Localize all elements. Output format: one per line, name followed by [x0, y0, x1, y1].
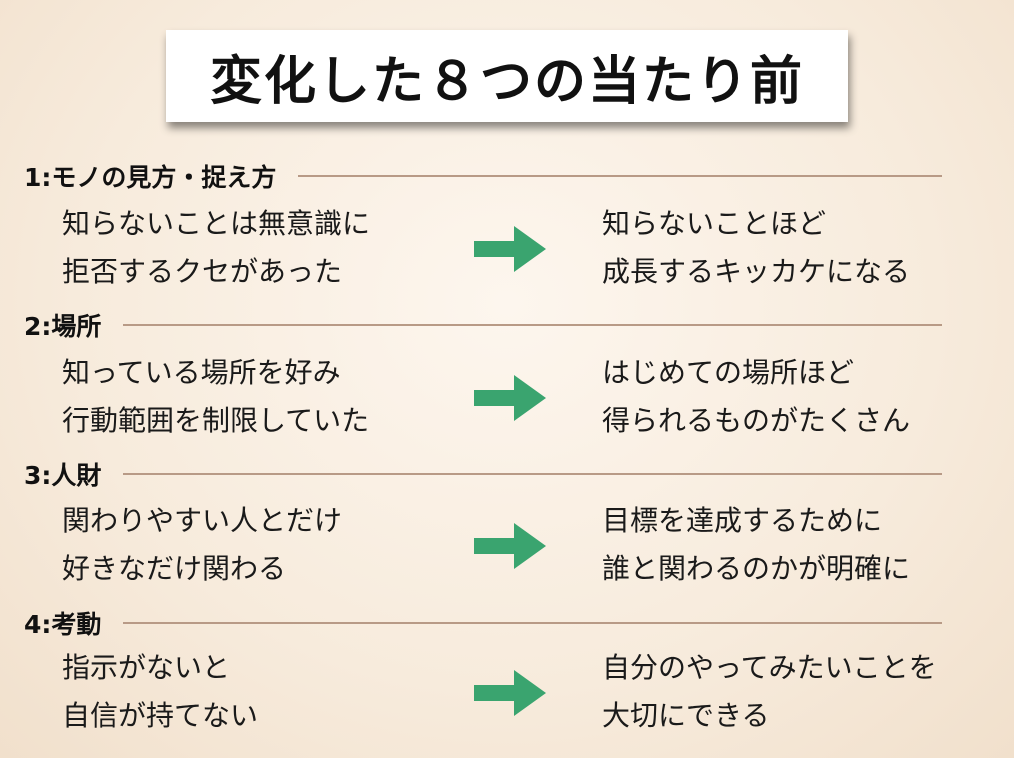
page-title: 変化した８つの当たり前 [209, 51, 804, 112]
before-line-2: 自信が持てない [62, 699, 259, 732]
section-label: 1:モノの見方・捉え方 [24, 163, 277, 192]
section-label: 4:考動 [24, 610, 102, 639]
section-header-2: 2:場所 [24, 307, 942, 343]
after-text: はじめての場所ほど 得られるものがたくさん [602, 349, 910, 445]
section-header-1: 1:モノの見方・捉え方 [24, 158, 942, 194]
section-divider [123, 473, 942, 475]
before-line-2: 好きなだけ関わる [62, 552, 287, 585]
after-line-2: 得られるものがたくさん [602, 404, 911, 437]
after-line-2: 成長するキッカケになる [602, 255, 911, 288]
before-line-1: 知っている場所を好み [62, 356, 341, 389]
before-text: 知らないことは無意識に 拒否するクセがあった [62, 200, 370, 296]
before-line-2: 行動範囲を制限していた [62, 404, 370, 437]
section-header-4: 4:考動 [24, 605, 942, 641]
before-line-1: 知らないことは無意識に [62, 207, 371, 240]
after-text: 目標を達成するために 誰と関わるのかが明確に [602, 497, 910, 593]
after-line-1: 自分のやってみたいことを [602, 651, 937, 684]
right-arrow-icon [474, 670, 546, 716]
before-text: 指示がないと 自信が持てない [62, 644, 258, 740]
before-line-1: 関わりやすい人とだけ [62, 504, 343, 537]
after-line-1: 知らないことほど [602, 207, 827, 240]
title-box: 変化した８つの当たり前 [166, 30, 848, 122]
section-label: 3:人財 [24, 461, 102, 490]
section-row-2: 知っている場所を好み 行動範囲を制限していた はじめての場所ほど 得られるものが… [0, 349, 1014, 445]
section-divider [123, 324, 942, 326]
after-text: 知らないことほど 成長するキッカケになる [602, 200, 910, 296]
after-line-2: 大切にできる [602, 699, 770, 732]
section-divider [123, 622, 942, 624]
section-row-3: 関わりやすい人とだけ 好きなだけ関わる 目標を達成するために 誰と関わるのかが明… [0, 497, 1014, 593]
right-arrow-icon [474, 523, 546, 569]
right-arrow-icon [474, 375, 546, 421]
section-header-3: 3:人財 [24, 456, 942, 492]
section-label: 2:場所 [24, 312, 102, 341]
before-line-2: 拒否するクセがあった [62, 255, 343, 288]
after-line-1: 目標を達成するために [602, 504, 883, 537]
after-line-1: はじめての場所ほど [602, 356, 855, 389]
right-arrow-icon [474, 226, 546, 272]
section-divider [298, 175, 942, 177]
after-line-2: 誰と関わるのかが明確に [602, 552, 911, 585]
after-text: 自分のやってみたいことを 大切にできる [602, 644, 937, 740]
before-line-1: 指示がないと [62, 651, 231, 684]
before-text: 知っている場所を好み 行動範囲を制限していた [62, 349, 369, 445]
section-row-1: 知らないことは無意識に 拒否するクセがあった 知らないことほど 成長するキッカケ… [0, 200, 1014, 296]
section-row-4: 指示がないと 自信が持てない 自分のやってみたいことを 大切にできる [0, 644, 1014, 740]
before-text: 関わりやすい人とだけ 好きなだけ関わる [62, 497, 342, 593]
